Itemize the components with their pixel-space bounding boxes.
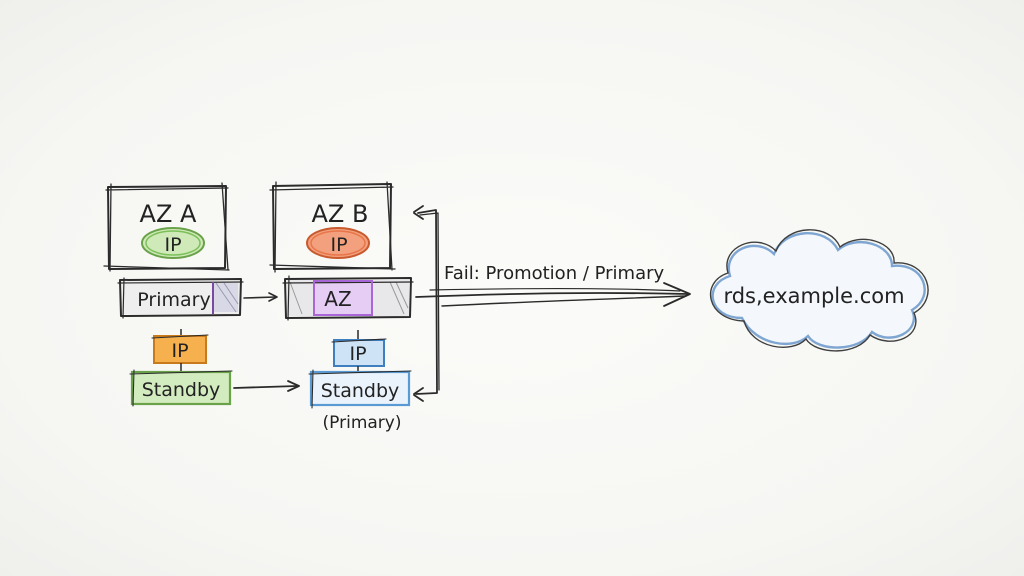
- primary-a-label: Primary: [137, 289, 210, 311]
- az-b-title: AZ B: [312, 200, 369, 228]
- failover-label: Fail: Promotion / Primary: [444, 263, 665, 284]
- standby-a-box: [130, 370, 232, 406]
- standby-b-group: IP Standby (Primary): [308, 330, 412, 433]
- endpoint-label: rds,example.com: [723, 284, 904, 308]
- az-b-ip-label: IP: [330, 234, 347, 256]
- az-b-box: AZ B IP: [269, 181, 396, 273]
- arrow-to-endpoint: [415, 282, 691, 307]
- az-a-ip-label: IP: [164, 234, 181, 256]
- az-a-box: AZ A IP: [103, 182, 230, 272]
- standby-b-label: Standby: [321, 380, 400, 402]
- failover-bracket: [413, 205, 440, 402]
- az-a-ip-badge: [141, 227, 205, 259]
- primary-b-label: AZ: [324, 287, 351, 311]
- standby-b-ip-label: IP: [349, 343, 366, 365]
- standby-a-ip-label: IP: [171, 340, 188, 362]
- endpoint-cloud: rds,example.com: [710, 229, 929, 352]
- standby-a-ip-badge: [153, 335, 207, 364]
- standby-b-note: (Primary): [323, 413, 402, 433]
- az-a-title: AZ A: [140, 200, 197, 228]
- standby-a-group: IP Standby: [129, 329, 233, 407]
- standby-b-box: [309, 370, 411, 407]
- az-b-ip-badge: [306, 227, 370, 259]
- primary-a-box: Primary: [117, 277, 244, 319]
- arrow-primary-replication: [243, 292, 278, 302]
- arrow-standby-replication: [233, 380, 300, 392]
- standby-a-label: Standby: [142, 379, 221, 401]
- primary-b-box: AZ: [282, 275, 414, 321]
